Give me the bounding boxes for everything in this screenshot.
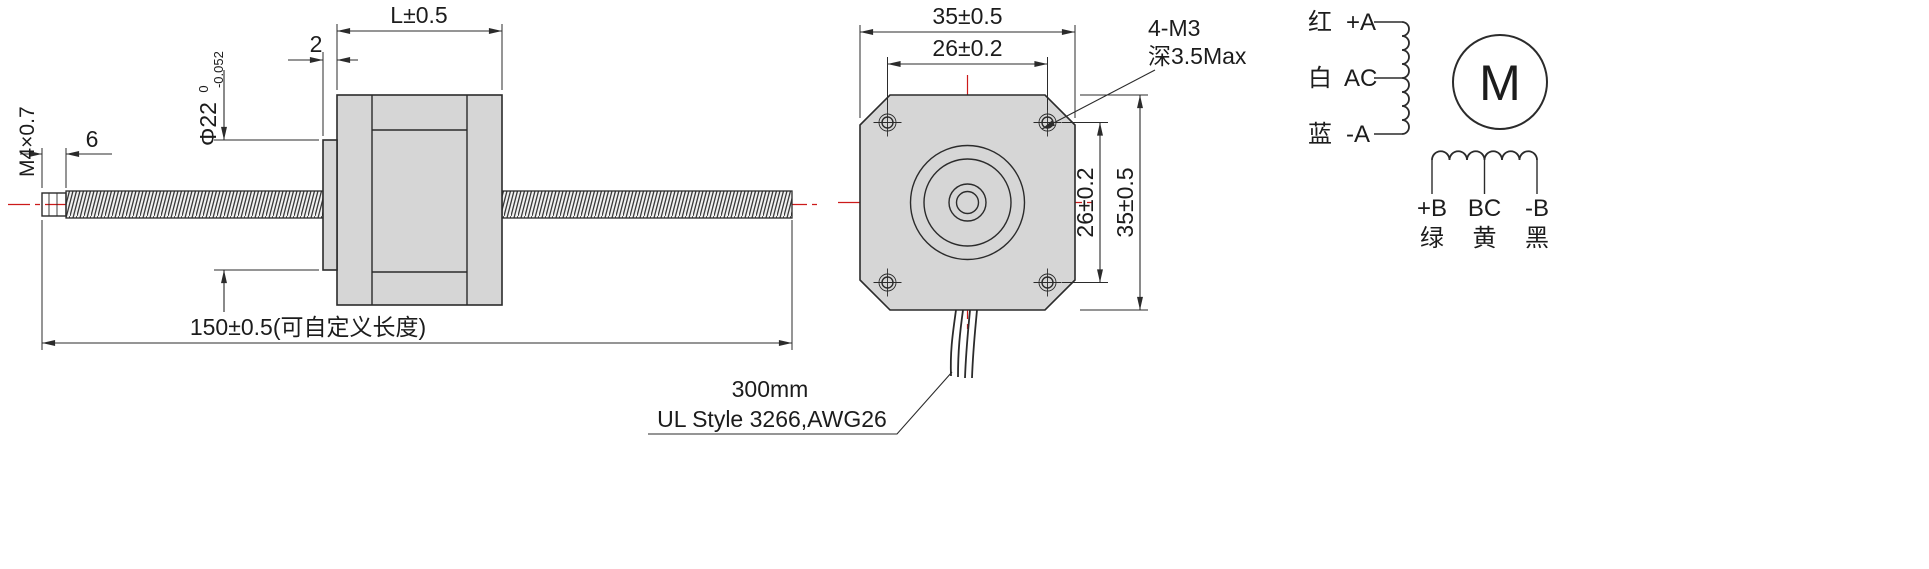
phase-a-terminal-minus: -A: [1346, 121, 1370, 148]
wire-spec-callout: 300mm UL Style 3266,AWG26: [648, 371, 953, 435]
dim-thread-length: 6: [20, 126, 112, 188]
motor-symbol-label: M: [1479, 55, 1521, 111]
phase-b-color-black: 黑: [1525, 225, 1549, 252]
phase-a-color-red: 红: [1308, 9, 1332, 36]
screw-core-circle: [955, 190, 980, 215]
dim-boss-diameter-label: Φ22 0 -0.052: [187, 51, 226, 146]
mounting-hole-bottom-right: [1033, 268, 1062, 297]
wiring-diagram: 红 +A 白 AC 蓝 -A M +B BC -B 绿 黄 黑: [1308, 9, 1549, 252]
phase-b-color-yellow: 黄: [1473, 225, 1497, 252]
lead-screw-left: [65, 190, 324, 219]
dim-thread-length-label: 6: [86, 126, 99, 152]
phase-a-color-blue: 蓝: [1308, 121, 1332, 148]
m4-thread-stub: [41, 192, 67, 217]
mounting-boss: [322, 139, 338, 271]
phase-b-color-green: 绿: [1420, 225, 1444, 252]
dim-screw-length-label: 150±0.5(可自定义长度): [190, 314, 426, 340]
mounting-hole-top-left: [873, 108, 902, 137]
phase-b-terminal-plus: +B: [1417, 195, 1447, 222]
phase-b-terminal-minus: -B: [1525, 195, 1549, 222]
dim-screw-length: 150±0.5(可自定义长度): [41, 220, 793, 350]
phase-b-terminal-center: BC: [1468, 195, 1501, 222]
motor-wires: [949, 309, 978, 379]
phase-b-coil: [1431, 150, 1538, 194]
wire-spec-label: UL Style 3266,AWG26: [657, 406, 887, 432]
dim-body-length: L±0.5: [336, 2, 503, 90]
mounting-hole-bottom-left: [873, 268, 902, 297]
dim-body-length-label: L±0.5: [390, 2, 447, 28]
bearing-circle: [923, 158, 1012, 247]
phase-a-terminal-center: AC: [1344, 65, 1377, 92]
phase-a-terminal-plus: +A: [1346, 9, 1376, 36]
dim-boss-depth-label: 2: [310, 31, 323, 57]
dim-height-right-label: 35±0.5: [1112, 167, 1138, 237]
shaft-circle: [948, 183, 987, 222]
dim-boss-depth: 2: [288, 31, 358, 136]
dim-hole-spacing-top: 26±0.2: [887, 35, 1048, 110]
side-view: L±0.5 2 Φ22 0 -0.052 6: [8, 2, 818, 350]
phase-a-color-white: 白: [1308, 65, 1332, 92]
dim-width-top-label: 35±0.5: [932, 3, 1002, 29]
lead-screw-right: [501, 190, 793, 219]
dim-width-top: 35±0.5: [859, 3, 1076, 118]
thread-spec-label: M4×0.7: [16, 106, 39, 177]
hole-spec-label: 4-M3: [1148, 15, 1200, 41]
motor-body-detail-lines: [371, 95, 468, 305]
motor-symbol-circle: [1452, 34, 1548, 130]
hole-spec-callout: 4-M3 深3.5Max: [1041, 15, 1247, 130]
dim-boss-diameter: Φ22 0 -0.052: [187, 51, 319, 312]
front-view: 35±0.5 26±0.2 4-M3 深3.5Max 26±0.2 35: [648, 3, 1247, 435]
dim-hole-spacing-right: 26±0.2: [1062, 122, 1108, 283]
hole-depth-label: 深3.5Max: [1148, 43, 1247, 69]
motor-body-side: [336, 94, 503, 306]
dim-height-right: 35±0.5: [1080, 94, 1148, 311]
front-outline: [859, 94, 1076, 311]
pilot-boss-circle: [909, 144, 1026, 261]
dim-hole-spacing-right-label: 26±0.2: [1072, 167, 1098, 237]
dim-hole-spacing-top-label: 26±0.2: [932, 35, 1002, 61]
wire-length-label: 300mm: [732, 376, 809, 402]
phase-a-coil: [1374, 21, 1410, 135]
